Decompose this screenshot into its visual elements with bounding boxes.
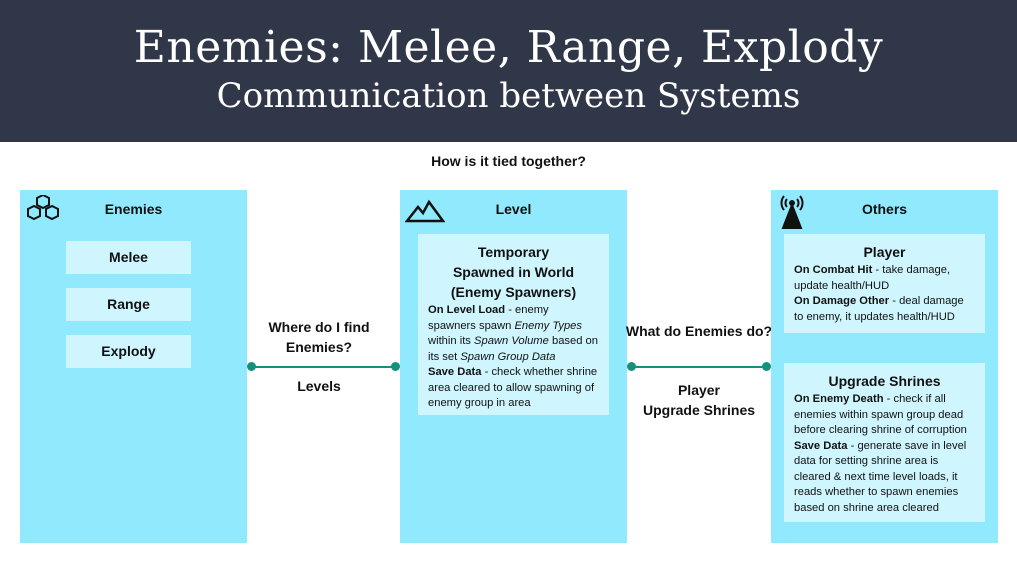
- header: Enemies: Melee, Range, Explody Communica…: [0, 0, 1017, 142]
- mountain-icon: [405, 199, 445, 223]
- card-title-line: Temporary: [477, 244, 550, 260]
- connector-dot: [247, 362, 256, 371]
- enemy-explody: Explody: [66, 335, 191, 368]
- player-card: Player On Combat Hit - take damage, upda…: [784, 234, 985, 333]
- others-panel: Others Player On Combat Hit - take damag…: [771, 190, 998, 543]
- player-title: Player: [863, 244, 906, 260]
- enemies-title: Enemies: [104, 201, 163, 217]
- card-text: On Combat Hit - take damage, update heal…: [794, 264, 964, 323]
- connector-line-1: [252, 366, 395, 368]
- level-title: Level: [495, 201, 532, 217]
- connector1-answer: Levels: [297, 378, 341, 394]
- card-title-line: Spawned in World: [452, 264, 575, 280]
- card-text: On Level Load - enemy spawners spawn Ene…: [428, 304, 599, 409]
- shrines-title: Upgrade Shrines: [828, 373, 941, 389]
- card-text: On Enemy Death - check if all enemies wi…: [794, 393, 967, 514]
- card-title-line: (Enemy Spawners): [450, 284, 577, 300]
- diagram-question: How is it tied together?: [431, 153, 586, 169]
- shrines-card: Upgrade Shrines On Enemy Death - check i…: [784, 363, 985, 522]
- connector2-question: What do Enemies do?: [625, 323, 773, 339]
- others-title: Others: [861, 201, 908, 217]
- connector-dot: [627, 362, 636, 371]
- connector1-question: Where do I find Enemies?: [268, 319, 370, 355]
- enemies-panel: Enemies Melee Range Explody: [20, 190, 247, 543]
- radio-tower-icon: [780, 195, 804, 229]
- enemy-range: Range: [66, 288, 191, 321]
- enemy-melee: Melee: [66, 241, 191, 274]
- page-subtitle: Communication between Systems: [216, 76, 801, 116]
- page-title: Enemies: Melee, Range, Explody: [133, 22, 884, 73]
- cubes-icon: [27, 195, 59, 221]
- connector-line-2: [631, 366, 766, 368]
- connector-dot: [762, 362, 771, 371]
- connector-dot: [391, 362, 400, 371]
- connector2-answer-player: Player: [677, 382, 721, 398]
- connector2-answer-shrines: Upgrade Shrines: [642, 402, 756, 418]
